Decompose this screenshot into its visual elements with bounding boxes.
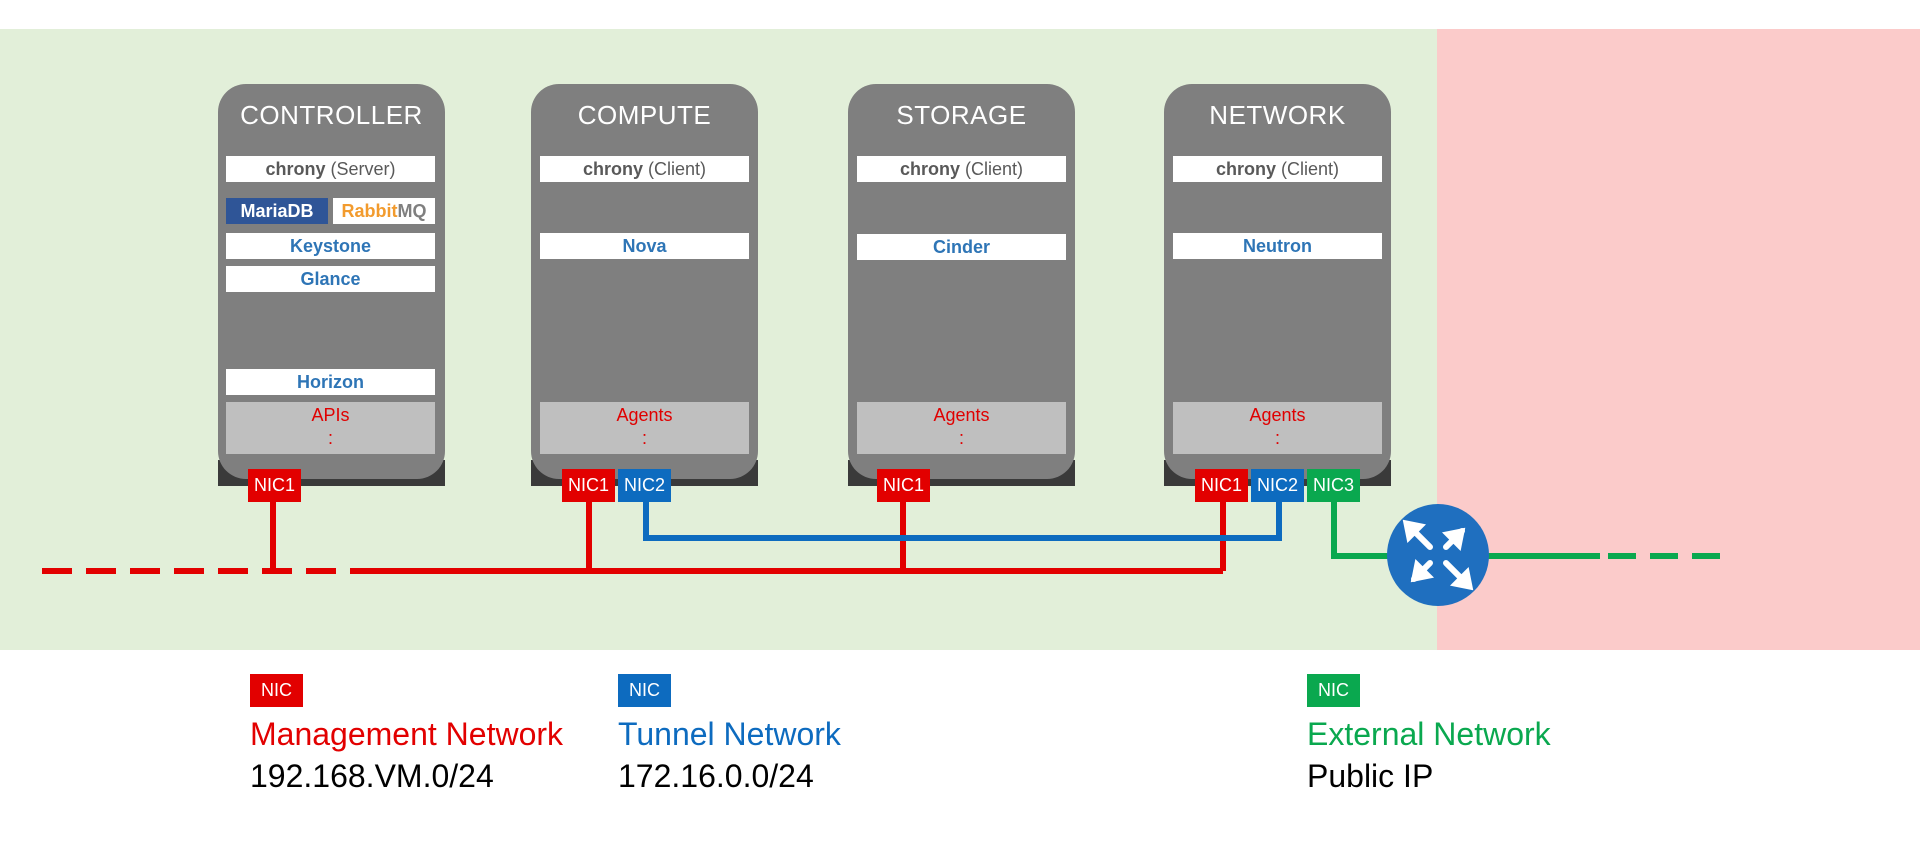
rabbitmq-label-b: MQ <box>397 201 427 221</box>
compute-agents-panel: Agents : <box>540 402 749 454</box>
agents-more: : <box>1274 428 1280 448</box>
agents-more: : <box>641 428 647 448</box>
neutron-service: Neutron <box>1173 233 1382 259</box>
agents-label: Agents <box>1249 405 1306 425</box>
compute-chrony: chrony (Client) <box>540 156 749 182</box>
storage-nic1: NIC1 <box>877 469 930 502</box>
legend-management-name: Management Network <box>250 716 564 752</box>
legend-tunnel-nic: NIC <box>618 674 671 707</box>
rabbitmq-label: RabbitMQ <box>333 198 435 224</box>
legend-management-nic: NIC <box>250 674 303 707</box>
tunnel-network-line <box>643 502 1282 541</box>
external-zone <box>1437 29 1920 650</box>
storage-title: STORAGE <box>896 100 1027 130</box>
chrony-role: (Client) <box>643 159 707 179</box>
apis-more: : <box>327 428 333 448</box>
network-nic2: NIC2 <box>1251 469 1304 502</box>
cinder-service: Cinder <box>857 234 1066 260</box>
chrony-label: chrony <box>582 159 643 179</box>
storage-chrony: chrony (Client) <box>857 156 1066 182</box>
compute-nic1: NIC1 <box>562 469 615 502</box>
agents-more: : <box>958 428 964 448</box>
storage-agents-panel: Agents : <box>857 402 1066 454</box>
rabbitmq-label-a: Rabbit <box>341 201 398 221</box>
mariadb-label: MariaDB <box>226 198 328 224</box>
chrony-role: (Server) <box>325 159 396 179</box>
controller-title: CONTROLLER <box>240 100 423 130</box>
agents-label: Agents <box>616 405 673 425</box>
compute-nic2: NIC2 <box>618 469 671 502</box>
chrony-role: (Client) <box>1276 159 1340 179</box>
compute-title: COMPUTE <box>577 100 712 130</box>
controller-chrony: chrony (Server) <box>226 156 435 182</box>
nova-service: Nova <box>540 233 749 259</box>
chrony-role: (Client) <box>960 159 1024 179</box>
network-nic1: NIC1 <box>1195 469 1248 502</box>
network-agents-panel: Agents : <box>1173 402 1382 454</box>
glance-service: Glance <box>226 266 435 292</box>
network-title: NETWORK <box>1209 100 1346 130</box>
chrony-label: chrony <box>899 159 960 179</box>
legend-management-address: 192.168.VM.0/24 <box>250 758 494 794</box>
network-chrony: chrony (Client) <box>1173 156 1382 182</box>
legend-external-name: External Network <box>1307 716 1551 752</box>
controller-apis-panel: APIs : <box>226 402 435 454</box>
network-nic3: NIC3 <box>1307 469 1360 502</box>
legend-external-address: Public IP <box>1307 758 1434 794</box>
legend-tunnel-address: 172.16.0.0/24 <box>618 758 814 794</box>
controller-nic1: NIC1 <box>248 469 301 502</box>
legend-tunnel-name: Tunnel Network <box>618 716 841 752</box>
management-network-line <box>42 502 1226 574</box>
agents-label: Agents <box>933 405 990 425</box>
chrony-label: chrony <box>1215 159 1276 179</box>
horizon-service: Horizon <box>226 369 435 395</box>
apis-label: APIs <box>311 405 350 425</box>
chrony-label: chrony <box>265 159 326 179</box>
router-icon <box>1387 504 1489 606</box>
legend-external-nic: NIC <box>1307 674 1360 707</box>
keystone-service: Keystone <box>226 233 435 259</box>
